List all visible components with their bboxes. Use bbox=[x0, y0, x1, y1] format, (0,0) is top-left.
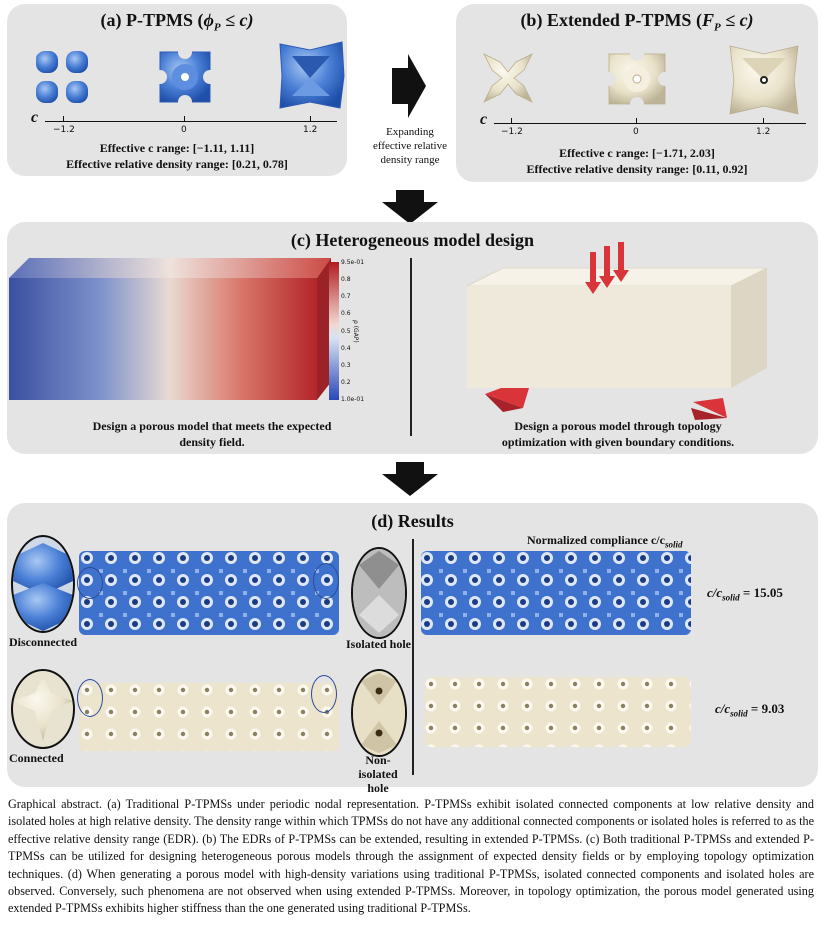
disconnected-label: Disconnected bbox=[9, 635, 77, 649]
colorbar-tick: 0.2 bbox=[341, 378, 351, 386]
panel-c-title: (c) Heterogeneous model design bbox=[290, 230, 535, 250]
panel-a-title: (a) P-TPMS (ϕP ≤ c) bbox=[100, 10, 254, 34]
colorbar-tick: 0.5 bbox=[341, 327, 351, 335]
ptpms-high-density-shape bbox=[279, 41, 345, 109]
colorbar-tick: 0.8 bbox=[341, 276, 351, 284]
extended-low-density-shape bbox=[483, 53, 533, 103]
connected-label: Connected bbox=[9, 751, 64, 765]
panel-b-tick-label: 1.2 bbox=[756, 127, 771, 137]
compliance-value-extended: c/csolid = 9.03 bbox=[715, 701, 785, 719]
highlight-ring bbox=[311, 675, 337, 713]
topology-result-blue bbox=[421, 551, 691, 635]
extended-lattice-density bbox=[79, 683, 339, 751]
colorbar-tick: 0.7 bbox=[341, 293, 351, 301]
panel-a-tick-label: −1.2 bbox=[53, 125, 75, 135]
colorbar-tick: 0.3 bbox=[341, 361, 351, 369]
panel-a: (a) P-TPMS (ϕP ≤ c) c −1.2 0 1.2 Effecti… bbox=[7, 4, 347, 176]
panel-a-axis bbox=[45, 121, 337, 122]
panel-b-density-range: Effective relative density range: [0.11,… bbox=[526, 162, 748, 176]
traditional-lattice-density bbox=[79, 551, 339, 635]
panel-a-tick bbox=[184, 116, 185, 121]
compliance-header: Normalized compliance c/csolid bbox=[527, 533, 683, 550]
non-isolated-label: Non-isolated hole bbox=[358, 753, 398, 795]
ptpms-low-density-shape bbox=[36, 51, 88, 103]
panel-d: (d) Results Normalized compliance c/csol… bbox=[7, 503, 818, 795]
down-arrow-icon bbox=[382, 462, 438, 496]
disconnected-zoom-shape bbox=[13, 543, 73, 631]
panel-b-tick bbox=[763, 118, 764, 123]
defect-ring bbox=[313, 563, 339, 599]
panel-a-tick bbox=[63, 116, 64, 121]
panel-c: (c) Heterogeneous model design 9.5e-01 0… bbox=[7, 222, 818, 454]
colorbar-label: ρ (GAP) bbox=[352, 320, 359, 343]
panel-b-title: (b) Extended P-TPMS (FP ≤ c) bbox=[520, 10, 754, 34]
topology-beam bbox=[466, 242, 768, 420]
isolated-label: Isolated hole bbox=[346, 637, 412, 651]
right-arrow-icon bbox=[392, 54, 426, 118]
colorbar bbox=[329, 262, 339, 400]
disconnected-zoom bbox=[11, 535, 75, 633]
panel-b-tick bbox=[636, 118, 637, 123]
panel-b-tick bbox=[511, 118, 512, 123]
panel-d-title: (d) Results bbox=[371, 511, 454, 531]
non-isolated-hole-zoom bbox=[351, 669, 407, 757]
panel-b-axis bbox=[494, 123, 806, 124]
panel-a-density-range: Effective relative density range: [0.21,… bbox=[66, 157, 288, 171]
colorbar-tick: 0.4 bbox=[341, 344, 351, 352]
panel-b-axis-label: c bbox=[480, 111, 488, 128]
panel-a-c-range: Effective c range: [−1.11, 1.11] bbox=[99, 141, 255, 155]
panel-b: (b) Extended P-TPMS (FP ≤ c) c −1.2 0 1.… bbox=[456, 4, 818, 182]
connected-zoom-shape bbox=[13, 677, 73, 741]
isolated-hole-shape bbox=[353, 549, 405, 637]
compliance-value-traditional: c/csolid = 15.05 bbox=[707, 585, 783, 603]
middle-note: Expanding effective relative density ran… bbox=[373, 126, 447, 166]
extended-high-density-shape bbox=[729, 45, 799, 115]
topology-result-cream bbox=[425, 677, 691, 747]
colorbar-tick: 9.5e-01 bbox=[341, 259, 365, 266]
panel-c-right-text: Design a porous model through topology o… bbox=[501, 419, 735, 449]
isolated-hole-zoom bbox=[351, 547, 407, 639]
panel-b-tick-label: −1.2 bbox=[501, 127, 523, 137]
colorbar-ticks: 9.5e-01 0.8 0.7 0.6 0.5 0.4 0.3 0.2 1.0e… bbox=[341, 259, 364, 403]
panel-b-tick-label: 0 bbox=[633, 127, 639, 137]
extended-mid-density-shape bbox=[602, 47, 672, 111]
highlight-ring bbox=[77, 679, 103, 717]
ptpms-mid-density-shape bbox=[153, 45, 217, 109]
down-arrow-icon bbox=[382, 190, 438, 224]
panel-a-tick-label: 0 bbox=[181, 125, 187, 135]
non-isolated-hole-shape bbox=[353, 671, 405, 755]
colorbar-tick: 1.0e-01 bbox=[341, 396, 365, 403]
defect-ring bbox=[77, 567, 103, 599]
panel-d-divider bbox=[412, 539, 414, 775]
panel-a-tick bbox=[310, 116, 311, 121]
connected-zoom bbox=[11, 669, 75, 749]
panel-b-c-range: Effective c range: [−1.71, 2.03] bbox=[559, 146, 715, 160]
figure-caption: Graphical abstract. (a) Traditional P-TP… bbox=[8, 797, 814, 916]
colorbar-tick: 0.6 bbox=[341, 310, 351, 318]
density-field-beam bbox=[9, 258, 331, 400]
panel-a-tick-label: 1.2 bbox=[303, 125, 318, 135]
panel-a-axis-label: c bbox=[31, 109, 39, 126]
panel-c-divider bbox=[410, 258, 412, 436]
panel-c-left-text: Design a porous model that meets the exp… bbox=[92, 419, 332, 449]
